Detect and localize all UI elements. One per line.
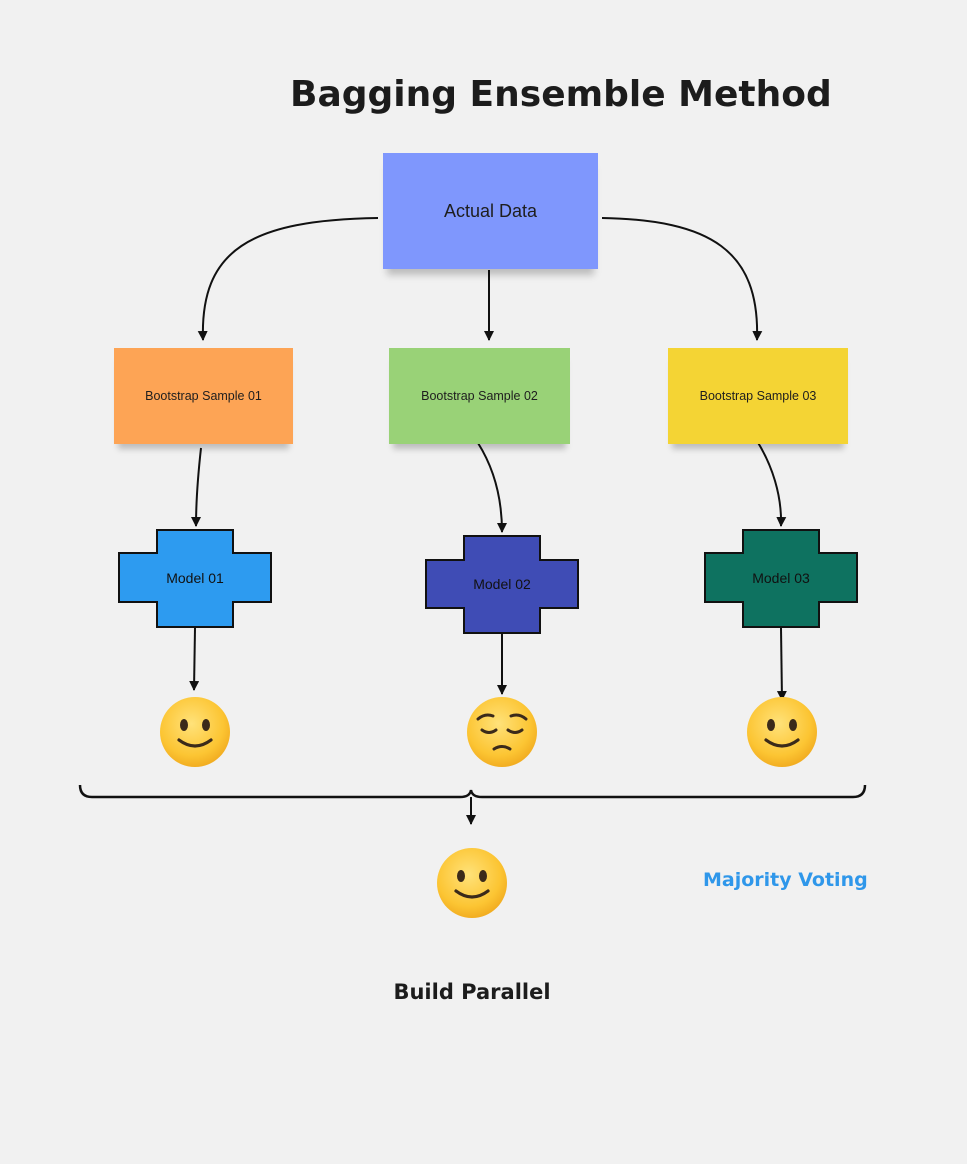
bootstrap-sample-02-node: Bootstrap Sample 02	[389, 348, 570, 444]
actual-data-label: Actual Data	[443, 200, 538, 221]
bootstrap-sample-01-node: Bootstrap Sample 01	[114, 348, 293, 444]
model-03-shape	[704, 529, 858, 628]
final-outcome-smiling-face-icon	[437, 848, 507, 918]
arrow-sample-03-to-model-03	[756, 440, 787, 527]
model-01-label: Model 01	[166, 570, 224, 586]
bootstrap-sample-01-label: Bootstrap Sample 01	[145, 389, 262, 403]
model-02-label: Model 02	[473, 576, 531, 592]
model-02-shape	[425, 535, 579, 634]
bootstrap-sample-02-label: Bootstrap Sample 02	[421, 389, 538, 403]
aggregation-brace	[78, 784, 867, 799]
arrow-model-03-to-outcome	[776, 627, 787, 701]
arrow-actual-to-sample-01	[197, 217, 379, 341]
arrow-sample-01-to-model-01	[191, 447, 202, 527]
pensive-face-icon	[467, 697, 537, 767]
build-parallel-label: Build Parallel	[393, 980, 551, 1004]
model-01-shape	[118, 529, 272, 628]
slightly-smiling-face-icon	[747, 697, 817, 767]
diagram-title: Bagging Ensemble Method	[290, 74, 832, 115]
arrow-actual-to-sample-03	[601, 217, 763, 341]
actual-data-node: Actual Data	[383, 153, 598, 269]
arrow-sample-02-to-model-02	[477, 442, 507, 533]
slightly-smiling-face-icon	[160, 697, 230, 767]
bootstrap-sample-03-label: Bootstrap Sample 03	[699, 389, 817, 403]
bootstrap-sample-03-node: Bootstrap Sample 03	[668, 348, 848, 444]
arrow-model-01-to-outcome	[189, 627, 200, 691]
majority-voting-label: Majority Voting	[703, 869, 868, 891]
model-03-label: Model 03	[752, 570, 810, 586]
